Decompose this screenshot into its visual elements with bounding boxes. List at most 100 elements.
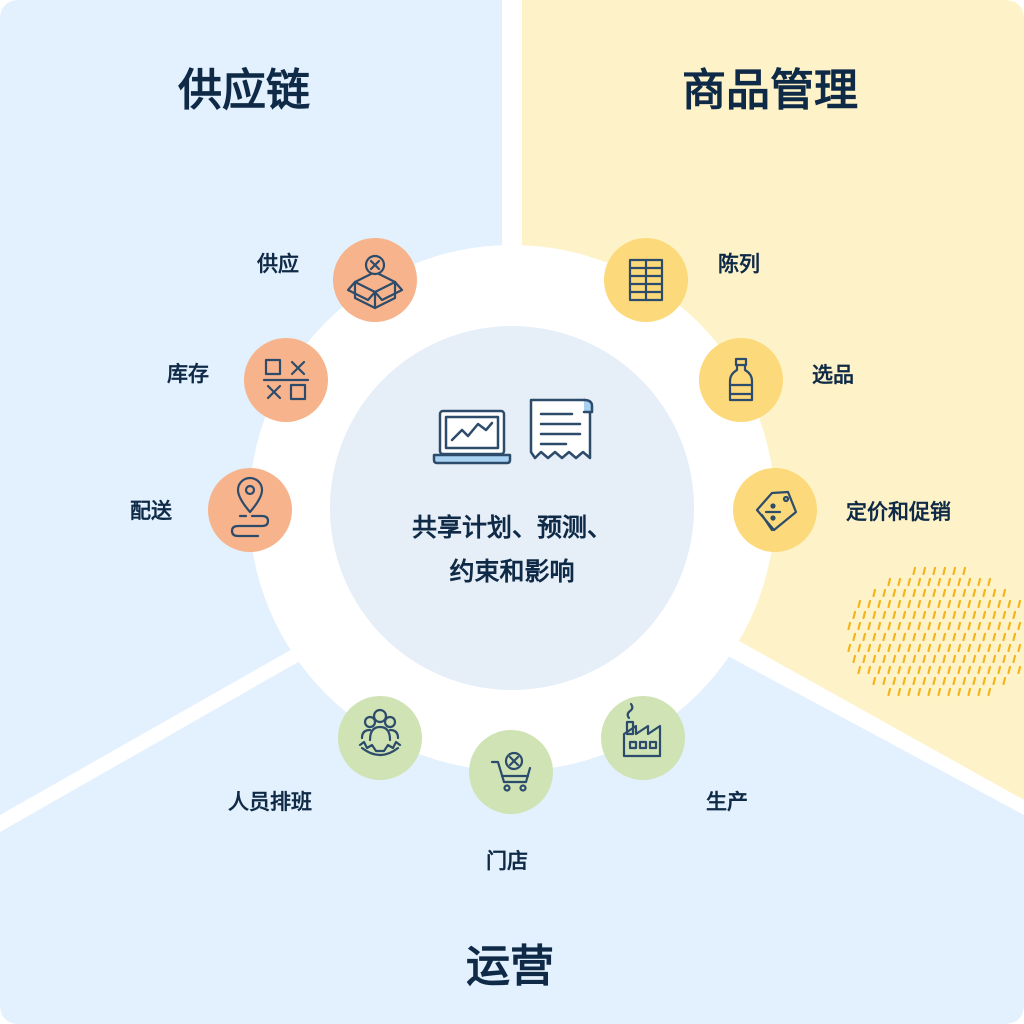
dot-mark — [987, 665, 992, 675]
dot-mark — [872, 654, 877, 664]
dot-mark — [867, 621, 872, 631]
dot-mark — [952, 566, 957, 576]
dot-mark — [992, 632, 997, 642]
dot-mark — [1002, 654, 1007, 664]
inventory-grid-icon — [262, 358, 310, 401]
dot-mark — [892, 610, 897, 620]
dot-mark — [882, 588, 887, 598]
node-label-store: 门店 — [486, 849, 528, 873]
dot-mark — [897, 665, 902, 675]
dot-mark — [907, 665, 912, 675]
dot-mark — [967, 665, 972, 675]
dot-mark — [992, 588, 997, 598]
dot-mark — [907, 577, 912, 587]
dot-mark — [887, 599, 892, 609]
people-gear-icon — [358, 708, 402, 757]
center-caption-line-1: 共享计划、预测、 — [411, 513, 612, 542]
dot-mark — [1012, 632, 1017, 642]
dot-mark — [962, 676, 967, 686]
dot-mark — [947, 577, 952, 587]
dot-mark — [897, 643, 902, 653]
distribution-node-circle — [208, 468, 292, 552]
map-pin-route-icon — [230, 476, 270, 538]
dot-mark — [982, 654, 987, 664]
dot-mark — [942, 566, 947, 576]
dot-mark — [982, 676, 987, 686]
cart-x-icon — [490, 751, 532, 792]
dot-mark — [897, 687, 902, 697]
section-title-operations: 运营 — [466, 941, 554, 992]
dot-mark — [957, 687, 962, 697]
dot-mark — [972, 654, 977, 664]
dot-mark — [927, 665, 932, 675]
dot-mark — [922, 632, 927, 642]
dot-mark — [912, 654, 917, 664]
node-label-supply: 供应 — [257, 252, 299, 276]
dot-mark — [897, 599, 902, 609]
dot-mark — [897, 577, 902, 587]
dot-mark — [852, 654, 857, 664]
box-x-icon — [346, 254, 404, 310]
dot-mark — [972, 588, 977, 598]
dot-mark — [1007, 621, 1012, 631]
dot-mark — [952, 610, 957, 620]
dot-mark — [957, 621, 962, 631]
node-label-production: 生产 — [706, 790, 748, 814]
dot-mark — [877, 643, 882, 653]
laptop-chart-icon — [432, 409, 512, 465]
dot-mark — [892, 632, 897, 642]
dot-mark — [882, 610, 887, 620]
node-label-staffing: 人员排班 — [228, 790, 312, 814]
pricing-node-circle — [733, 468, 817, 552]
dot-mark — [892, 676, 897, 686]
dot-mark — [917, 599, 922, 609]
dot-mark — [957, 665, 962, 675]
assortment-node-circle — [699, 338, 783, 422]
dot-mark — [937, 577, 942, 587]
dot-mark — [912, 610, 917, 620]
dot-mark — [912, 588, 917, 598]
store-node-circle — [469, 730, 553, 814]
node-label-pricing-promotion: 定价和促销 — [846, 500, 951, 524]
dot-mark — [902, 588, 907, 598]
shelf-icon — [628, 258, 664, 302]
dot-mark — [962, 610, 967, 620]
dot-mark — [937, 687, 942, 697]
dot-mark — [867, 665, 872, 675]
dot-mark — [1012, 610, 1017, 620]
dot-mark — [967, 599, 972, 609]
node-label-assortment: 选品 — [812, 363, 854, 387]
dot-mark — [927, 599, 932, 609]
dot-mark — [1007, 643, 1012, 653]
dot-mark — [872, 632, 877, 642]
bottle-icon — [728, 357, 754, 402]
dot-mark — [982, 610, 987, 620]
dot-mark — [992, 676, 997, 686]
dot-mark — [987, 687, 992, 697]
dot-mark — [872, 610, 877, 620]
dot-mark — [912, 632, 917, 642]
dot-mark — [857, 621, 862, 631]
dot-mark — [882, 654, 887, 664]
dot-mark — [927, 687, 932, 697]
dot-mark — [932, 566, 937, 576]
dot-mark — [907, 643, 912, 653]
receipt-icon — [529, 398, 594, 460]
dot-mark — [932, 588, 937, 598]
dot-mark — [1017, 643, 1022, 653]
dot-mark — [967, 621, 972, 631]
dot-mark — [922, 654, 927, 664]
dot-mark — [917, 621, 922, 631]
dot-mark — [987, 599, 992, 609]
dot-mark — [887, 577, 892, 587]
dot-mark — [957, 599, 962, 609]
dot-mark — [852, 632, 857, 642]
dot-mark — [942, 588, 947, 598]
dot-mark — [877, 621, 882, 631]
dot-mark — [852, 610, 857, 620]
dot-mark — [882, 632, 887, 642]
node-label-display: 陈列 — [718, 252, 760, 276]
dot-mark — [917, 665, 922, 675]
dot-mark — [932, 676, 937, 686]
